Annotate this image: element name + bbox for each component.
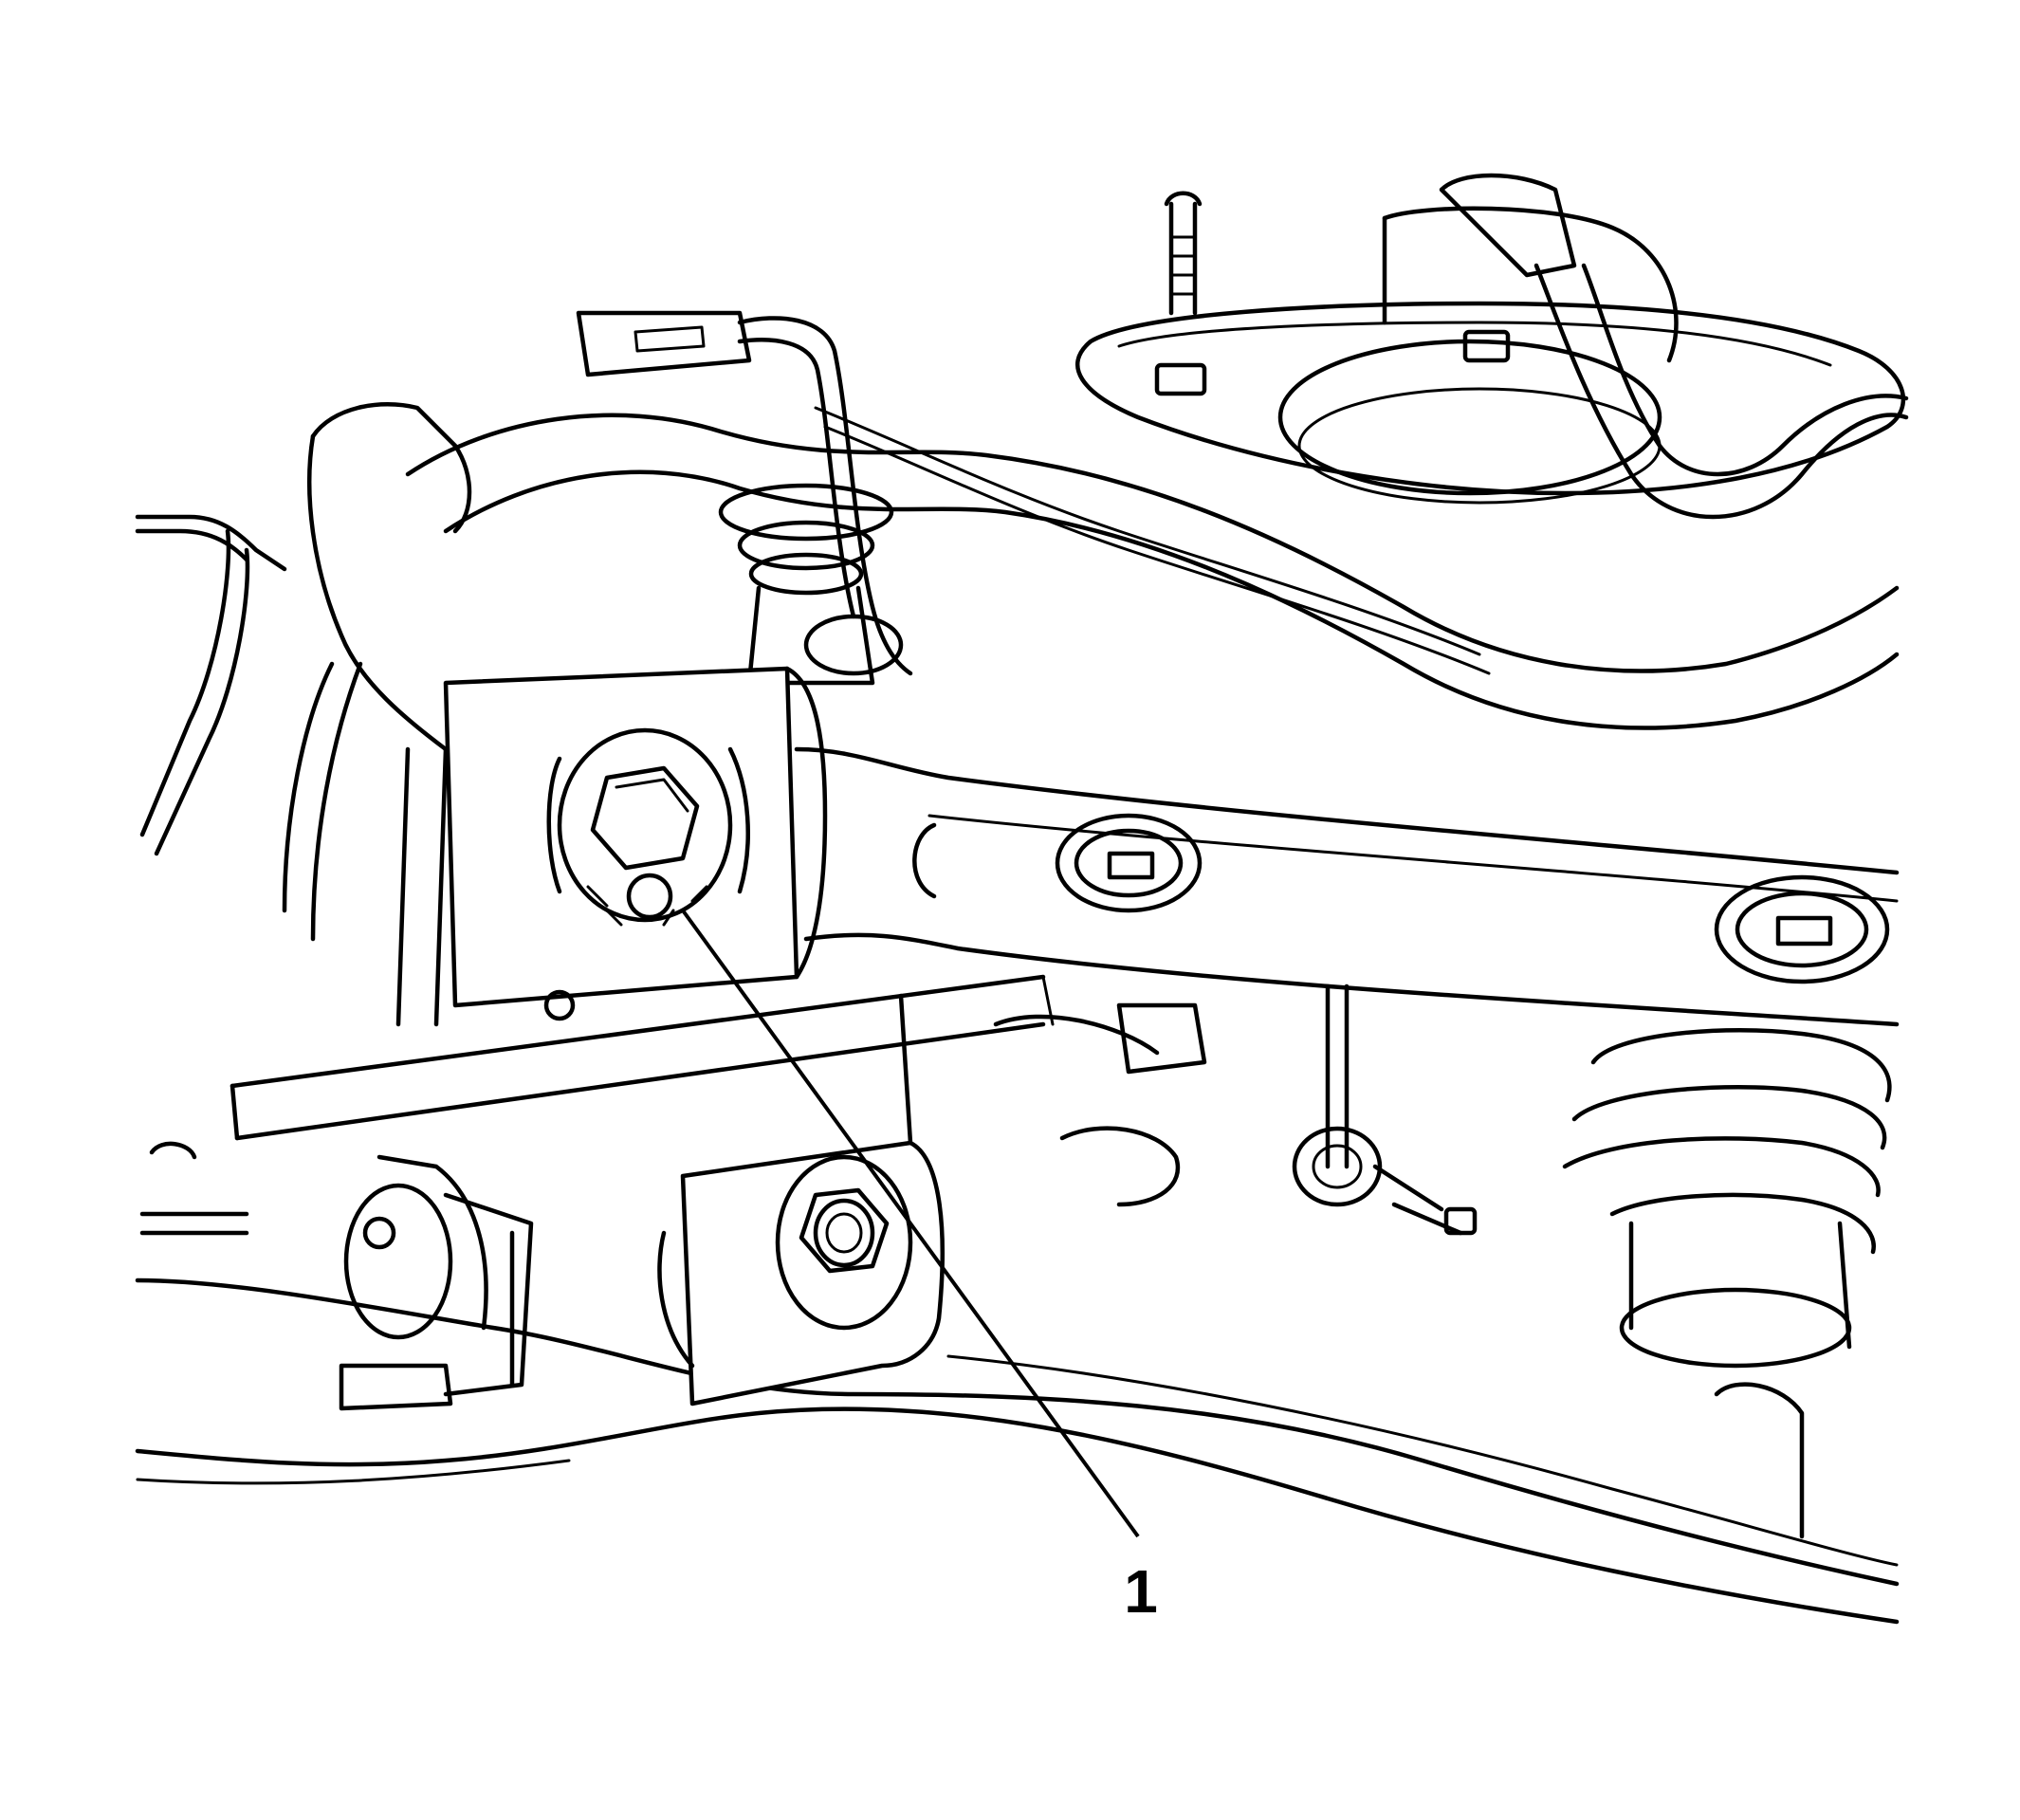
upper-control-arm [405, 406, 1900, 730]
frame-bracket [135, 402, 472, 1027]
cam-bolt [546, 727, 750, 927]
wiring-connector [576, 310, 913, 676]
coil-spring [1562, 1028, 1892, 1369]
lateral-link [794, 746, 1900, 1027]
lower-left-mount [343, 1154, 534, 1397]
lower-nut [775, 1154, 913, 1331]
toe-link [139, 974, 1055, 1236]
upper-strut-mount [1075, 173, 1909, 520]
callout-1-leader [681, 909, 1140, 1538]
lower-bracket [657, 993, 945, 1406]
stabilizer-link [993, 984, 1478, 1236]
callout-1: 1 [681, 909, 1158, 1626]
cam-bolt-bracket [443, 666, 828, 1021]
strut-bushing [718, 483, 904, 686]
callout-1-label: 1 [1124, 1557, 1158, 1626]
lower-control-arm [135, 1278, 1900, 1625]
